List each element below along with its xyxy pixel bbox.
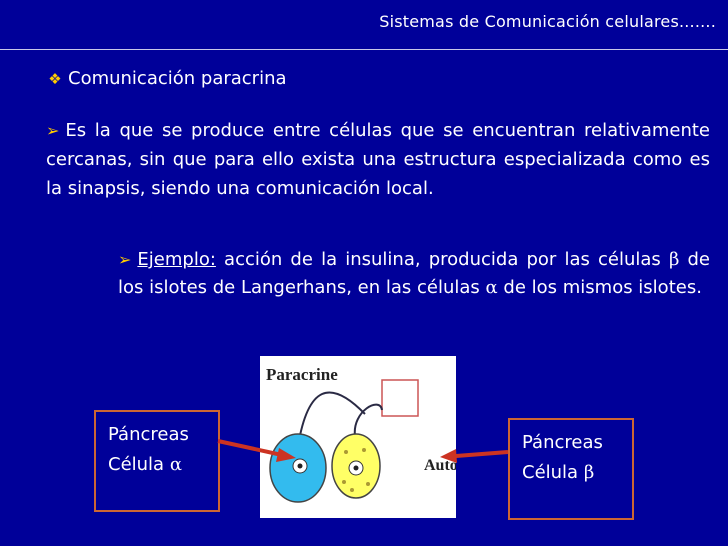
title-divider — [0, 49, 728, 50]
beta-cell-core — [353, 465, 359, 471]
target-box — [381, 379, 419, 417]
label-box-alpha-line2: Célula α — [108, 450, 206, 480]
label-box-beta-prefix: Célula — [522, 462, 584, 483]
example-text-b: de los islotes de Langerhans, en las cél… — [118, 249, 710, 298]
bullet-paracrine: ❖ Comunicación paracrina — [46, 68, 287, 89]
arrow-to-beta-cell-head — [440, 449, 457, 463]
figure-label-paracrine: Paracrine — [266, 365, 338, 384]
beta-symbol: β — [583, 462, 595, 483]
arrow-bullet-icon: ➢ — [46, 121, 60, 140]
alpha-symbol: α — [485, 277, 498, 298]
granule — [362, 448, 366, 452]
diamond-bullet-icon: ❖ — [48, 69, 62, 88]
beta-symbol: β — [668, 249, 680, 270]
arrow-to-beta-cell — [455, 450, 509, 458]
example-paragraph: ➢ Ejemplo: acción de la insulina, produci… — [118, 246, 710, 302]
granule — [344, 450, 348, 454]
arrow-to-alpha-cell-head — [276, 448, 296, 462]
label-box-beta-line1: Páncreas — [522, 432, 603, 453]
label-box-alpha-prefix: Célula — [108, 454, 170, 475]
example-label: Ejemplo: — [137, 249, 216, 270]
label-box-beta: Páncreas Célula β — [508, 418, 634, 520]
granule — [350, 488, 354, 492]
example-text-a: acción de la insulina, producida por las… — [215, 249, 669, 270]
example-text-c: de los mismos islotes. — [497, 277, 702, 298]
slide-title: Sistemas de Comunicación celulares......… — [379, 12, 716, 31]
paracrine-illustration: Paracrine Auto — [260, 356, 458, 518]
figure-label-auto: Auto — [424, 457, 456, 474]
alpha-cell-core — [297, 463, 303, 469]
label-box-alpha-line1: Páncreas — [108, 424, 189, 445]
arrow-to-alpha-cell — [217, 439, 283, 457]
arrow-bullet-icon: ➢ — [118, 250, 132, 269]
label-box-beta-line2: Célula β — [522, 458, 620, 488]
granule — [366, 482, 370, 486]
label-box-alpha: Páncreas Célula α — [94, 410, 220, 512]
auto-curve — [353, 403, 383, 437]
bullet-paracrine-text: Comunicación paracrina — [68, 68, 287, 89]
definition-text: Es la que se produce entre células que s… — [46, 120, 710, 199]
granule — [342, 480, 346, 484]
alpha-symbol: α — [169, 454, 182, 475]
definition-paragraph: ➢Es la que se produce entre células que … — [46, 116, 710, 203]
signal-curve — [297, 391, 366, 447]
